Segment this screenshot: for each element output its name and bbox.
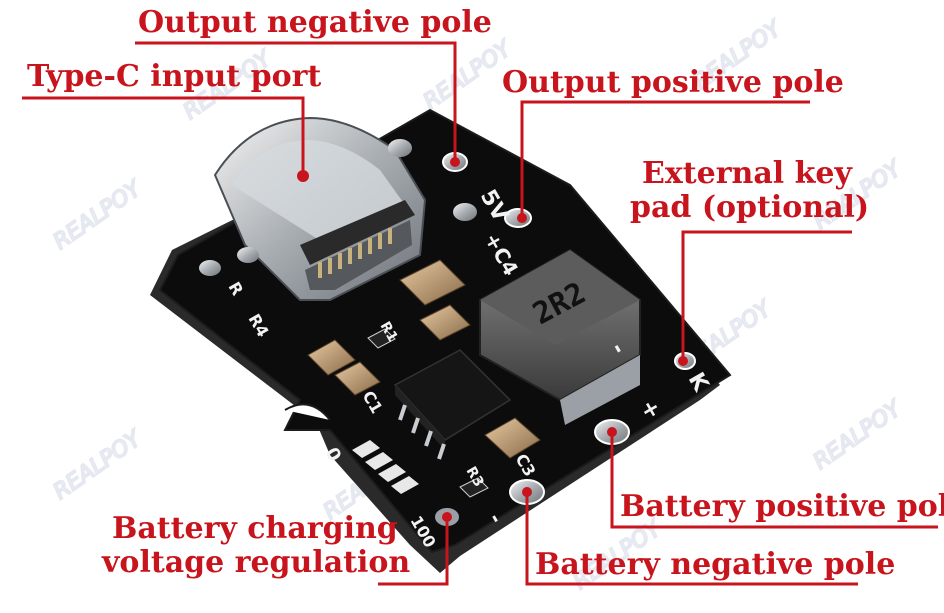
label-external-key-line-2: pad (optional) (630, 190, 870, 225)
pad-small-4 (237, 247, 259, 263)
label-battery-negative-pole: Battery negative pole (535, 547, 896, 582)
leader-output-negative (135, 41, 457, 162)
label-type-c-input-port: Type-C input port (27, 59, 322, 94)
label-battery-charging-line-1: Battery charging (112, 511, 398, 546)
inductor: 2R2 (479, 248, 641, 425)
leader-battery-positive (610, 432, 938, 529)
pad-small-1 (388, 139, 412, 157)
leader-external-key (681, 230, 852, 361)
leader-output-positive (520, 100, 810, 218)
leader-battery-charging (378, 517, 449, 586)
label-output-negative-pole: Output negative pole (138, 5, 492, 40)
led-array (352, 440, 419, 494)
label-battery-charging-voltage-regulation: Battery charging voltage regulation (102, 512, 410, 580)
label-battery-charging-line-2: voltage regulation (102, 545, 411, 580)
leader-type-c (22, 96, 305, 176)
pad-small-3 (199, 260, 221, 276)
label-external-key-pad: External key pad (optional) (630, 157, 869, 225)
ic-chip (393, 349, 512, 460)
label-battery-positive-pole: Battery positive pole (620, 489, 944, 524)
type-c-connector (213, 116, 427, 301)
label-output-positive-pole: Output positive pole (502, 65, 844, 100)
pointer-dots (297, 157, 688, 522)
resistors (367, 328, 489, 498)
leader-battery-negative (525, 492, 858, 586)
watermark-8: REALPOY (49, 426, 147, 505)
label-external-key-line-1: External key (642, 156, 852, 191)
leader-lines (22, 41, 938, 586)
pad-small-2 (453, 203, 477, 221)
watermark-7: REALPOY (809, 396, 907, 475)
capacitors (307, 259, 541, 459)
watermark-1: REALPOY (49, 176, 147, 255)
